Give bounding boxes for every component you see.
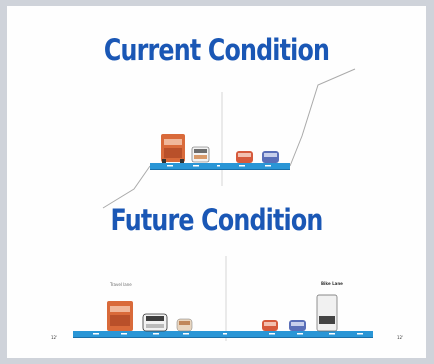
left-slope-line xyxy=(102,165,151,209)
future-cross-section xyxy=(73,256,373,341)
right-dimension-label: 12' xyxy=(397,335,404,340)
cross-section-diagram xyxy=(73,68,373,341)
future-left-label: Travel lane xyxy=(110,282,132,287)
future-right-label: Bike Lane xyxy=(321,281,343,286)
current-suv xyxy=(191,146,210,163)
future-red-car xyxy=(262,320,278,331)
future-truck xyxy=(107,301,133,331)
current-truck xyxy=(161,134,185,163)
right-slope-line xyxy=(289,68,356,167)
future-suv xyxy=(142,313,168,332)
current-blue-car xyxy=(262,151,279,163)
current-cross-section xyxy=(102,68,356,209)
left-dimension-label: 12' xyxy=(51,335,58,340)
future-box-truck xyxy=(316,294,338,332)
future-condition-title: Future Condition xyxy=(110,203,324,237)
current-condition-title: Current Condition xyxy=(103,33,330,67)
slide-canvas: Current Condition Future Condition xyxy=(7,6,426,358)
future-blue-car xyxy=(289,320,306,331)
current-red-car xyxy=(236,151,253,163)
future-tan-car xyxy=(176,318,193,332)
